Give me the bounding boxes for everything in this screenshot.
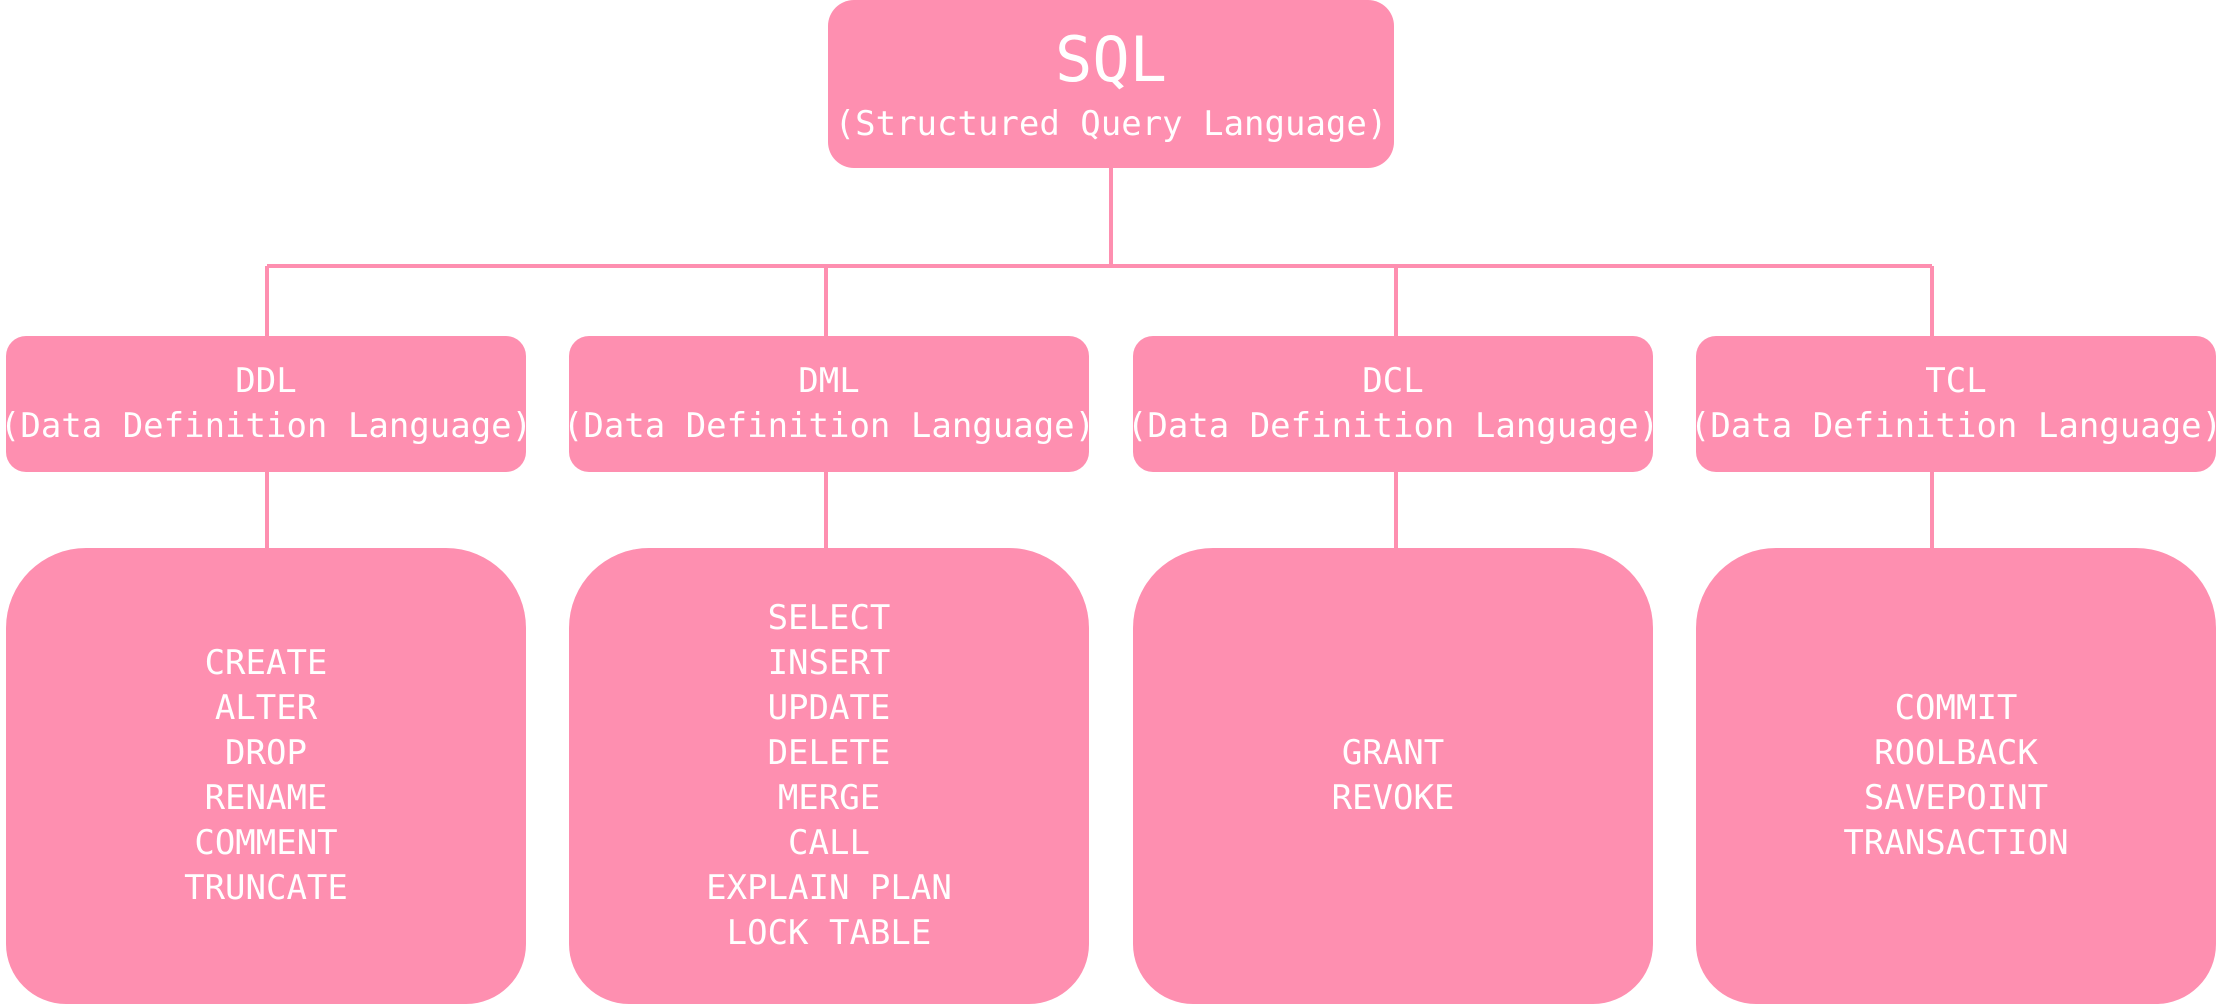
ddl-command-rename: RENAME [204,778,328,818]
dml-full-name: (Data Definition Language) [562,406,1096,446]
ddl-command-alter: ALTER [214,688,318,728]
ddl-command-create: CREATE [204,643,328,683]
tcl-category-node: TCL (Data Definition Language) [1690,336,2222,472]
ddl-full-name: (Data Definition Language) [0,406,533,446]
dml-command-merge: MERGE [777,778,881,818]
dcl-abbreviation: DCL [1362,361,1424,401]
ddl-command-truncate: TRUNCATE [184,868,348,908]
tcl-command-commit: COMMIT [1894,688,2018,728]
sql-title: SQL [1055,23,1167,96]
dml-abbreviation: DML [798,361,860,401]
dml-command-select: SELECT [767,598,891,638]
tcl-command-roolback: ROOLBACK [1874,733,2038,773]
sql-root-node: SQL (Structured Query Language) [828,0,1394,168]
dml-command-lock-table: LOCK TABLE [726,913,932,953]
dml-command-call: CALL [788,823,870,863]
dml-command-insert: INSERT [767,643,891,683]
tcl-command-list: COMMIT ROOLBACK SAVEPOINT TRANSACTION [1843,686,2068,866]
dcl-full-name: (Data Definition Language) [1126,406,1660,446]
tcl-command-savepoint: SAVEPOINT [1863,778,2049,818]
ddl-command-comment: COMMENT [194,823,338,863]
dcl-category-node: DCL (Data Definition Language) [1127,336,1659,472]
dcl-command-list: GRANT REVOKE [1332,731,1455,821]
tcl-command-transaction: TRANSACTION [1843,823,2069,863]
tcl-abbreviation: TCL [1925,361,1987,401]
dml-command-update: UPDATE [767,688,891,728]
dml-commands-node: SELECT INSERT UPDATE DELETE MERGE CALL E… [569,548,1089,1004]
ddl-command-list: CREATE ALTER DROP RENAME COMMENT TRUNCAT… [184,641,348,911]
tcl-full-name: (Data Definition Language) [1689,406,2222,446]
ddl-command-drop: DROP [225,733,307,773]
ddl-category-node: DDL (Data Definition Language) [0,336,532,472]
ddl-commands-node: CREATE ALTER DROP RENAME COMMENT TRUNCAT… [6,548,526,1004]
dml-category-node: DML (Data Definition Language) [563,336,1095,472]
tcl-commands-node: COMMIT ROOLBACK SAVEPOINT TRANSACTION [1696,548,2216,1004]
dml-command-delete: DELETE [767,733,891,773]
sql-subtitle: (Structured Query Language) [834,104,1388,144]
dcl-command-revoke: REVOKE [1331,778,1455,818]
dml-command-explain-plan: EXPLAIN PLAN [706,868,952,908]
dcl-commands-node: GRANT REVOKE [1133,548,1653,1004]
ddl-abbreviation: DDL [235,361,297,401]
dml-command-list: SELECT INSERT UPDATE DELETE MERGE CALL E… [706,596,952,956]
dcl-command-grant: GRANT [1341,733,1445,773]
